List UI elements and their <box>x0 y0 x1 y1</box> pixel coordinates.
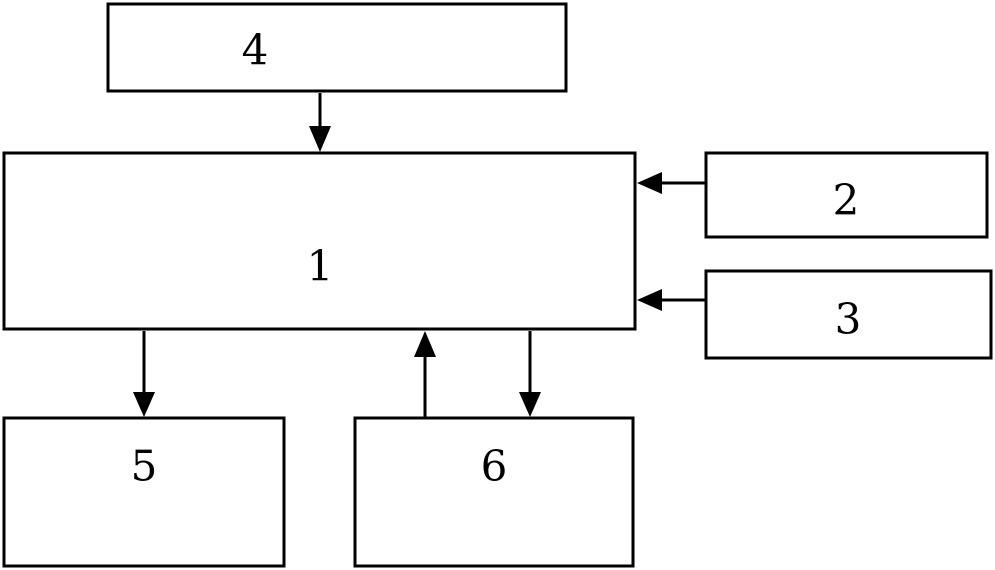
block-5: 5 <box>2 416 286 568</box>
block-6: 6 <box>353 416 635 568</box>
arrow-2-to-1-head <box>637 172 662 194</box>
block-3: 3 <box>704 269 993 360</box>
arrow-6-to-1 <box>414 331 436 417</box>
block-4: 4 <box>106 2 568 93</box>
arrow-1-to-6 <box>519 331 541 417</box>
block-1-label: 1 <box>307 242 334 291</box>
arrow-2-to-1 <box>637 172 706 194</box>
arrow-1-to-6-head <box>519 392 541 417</box>
arrow-4-to-1 <box>309 93 331 152</box>
arrow-4-to-1-head <box>309 126 331 152</box>
block-3-frame <box>704 269 993 360</box>
block-4-label: 4 <box>242 26 269 75</box>
block-6-label: 6 <box>481 442 508 491</box>
block-3-label: 3 <box>835 295 862 344</box>
block-5-label: 5 <box>131 442 158 491</box>
arrow-3-to-1-head <box>637 289 662 311</box>
block-1: 1 <box>2 151 637 331</box>
block-6-frame <box>353 416 635 568</box>
block-4-frame <box>106 2 568 93</box>
block-2: 2 <box>704 151 989 239</box>
block-2-frame <box>704 151 989 239</box>
arrow-3-to-1 <box>637 289 706 311</box>
block-5-frame <box>2 416 286 568</box>
arrow-1-to-5 <box>133 331 155 417</box>
arrow-6-to-1-head <box>414 331 436 357</box>
block-1-frame <box>2 151 637 331</box>
block-2-label: 2 <box>833 176 860 225</box>
arrow-1-to-5-head <box>133 392 155 417</box>
